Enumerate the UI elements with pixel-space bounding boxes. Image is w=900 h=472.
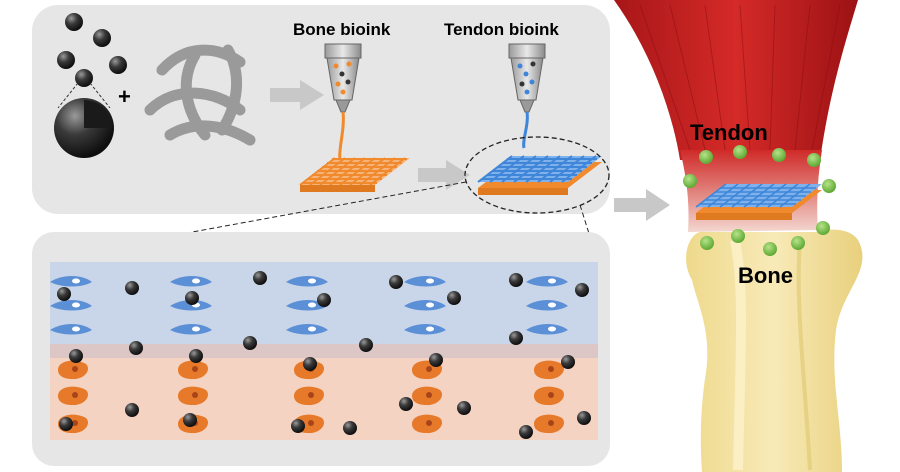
bone-cell-icon — [534, 360, 565, 380]
nanoparticle-icon — [447, 291, 461, 305]
nanoparticle-icon — [54, 13, 127, 158]
bone-label: Bone — [738, 263, 793, 288]
tendon-bioink-label: Tendon bioink — [444, 20, 559, 39]
process-arrow-3 — [614, 189, 670, 221]
nanoparticle-icon — [189, 349, 203, 363]
tendon-cell-icon — [404, 276, 446, 287]
tendon-cell-icon — [404, 300, 446, 311]
nanoparticle-icon — [389, 275, 403, 289]
nanoparticle-icon — [399, 397, 413, 411]
tendon-bone-scaffold — [464, 136, 610, 214]
tendon-cell-icon — [286, 276, 328, 287]
tendon-cell-icon — [286, 324, 328, 335]
process-arrow-2 — [418, 160, 470, 190]
anatomy-illustration: Tendon Bone — [614, 0, 863, 472]
nanoparticle-icon — [57, 287, 71, 301]
nanoparticle-icon — [343, 421, 357, 435]
tendon-cell-icon — [526, 276, 568, 287]
nanoparticle-icon — [575, 283, 589, 297]
extrusion-nozzle-icon — [324, 43, 362, 161]
bone-bioink-label: Bone bioink — [293, 20, 391, 39]
nanoparticle-icon — [577, 411, 591, 425]
nanoparticle-icon — [317, 293, 331, 307]
nanoparticle-icon — [69, 349, 83, 363]
bone-cell-icon — [534, 386, 565, 406]
bone-cell-icon — [58, 386, 89, 406]
nanoparticle-icon — [243, 336, 257, 350]
polymer-network-icon — [144, 44, 256, 146]
extrusion-nozzle-icon — [508, 43, 546, 149]
nanoparticle-icon — [457, 401, 471, 415]
bone-scaffold — [299, 157, 410, 192]
nanoparticle-icon — [303, 357, 317, 371]
bone-cell-icon — [534, 414, 565, 434]
nanoparticle-icon — [509, 273, 523, 287]
bone-cell-icon — [178, 360, 209, 380]
nanoparticle-icon — [291, 419, 305, 433]
magnify-ellipse — [464, 136, 610, 214]
interface-layer — [50, 344, 598, 358]
bone-region — [686, 229, 863, 472]
tendon-cell-icon — [170, 324, 212, 335]
tendon-cell-icon — [50, 300, 92, 311]
process-arrow-1 — [270, 80, 324, 110]
green-marker-dots — [683, 145, 836, 256]
bone-cell-icon — [294, 386, 325, 406]
nanoparticle-icon — [359, 338, 373, 352]
nanoparticle-icon — [183, 413, 197, 427]
nanoparticle-icon — [59, 417, 73, 431]
tendon-cell-icon — [526, 324, 568, 335]
plus-sign: + — [118, 84, 131, 109]
nanoparticle-icon — [519, 425, 533, 439]
nanoparticle-icon — [429, 353, 443, 367]
tendon-cell-icon — [50, 276, 92, 287]
nanoparticle-icon — [509, 331, 523, 345]
tendon-cell-icon — [526, 300, 568, 311]
tendon-cell-icon — [170, 276, 212, 287]
bone-layer — [50, 358, 598, 440]
tendon-cell-icon — [50, 324, 92, 335]
bone-cell-icon — [412, 386, 443, 406]
bone-cell-icon — [178, 386, 209, 406]
muscle — [614, 0, 858, 160]
bone-cell-icon — [58, 360, 89, 380]
tendon-cell-icon — [404, 324, 446, 335]
nanoparticle-icon — [129, 341, 143, 355]
tendon-label: Tendon — [690, 120, 768, 145]
nanoparticle-icon — [253, 271, 267, 285]
tendon-cell-icon — [286, 300, 328, 311]
nanoparticle-icon — [185, 291, 199, 305]
nanoparticle-icon — [125, 403, 139, 417]
bone-cell-icon — [412, 414, 443, 434]
nanoparticle-icon — [125, 281, 139, 295]
nanoparticle-icon — [561, 355, 575, 369]
